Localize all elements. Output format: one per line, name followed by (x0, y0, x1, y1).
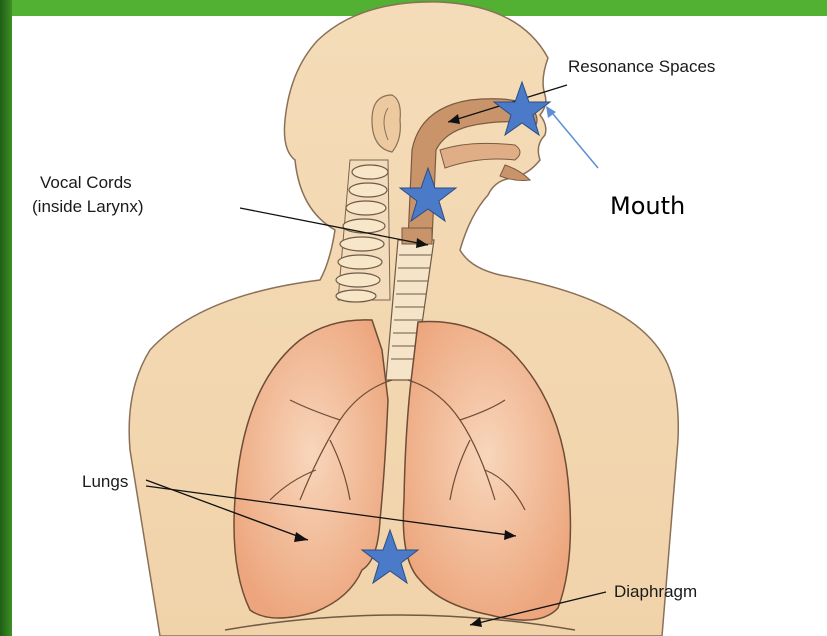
label-mouth: Mouth (610, 192, 685, 220)
label-resonance-spaces: Resonance Spaces (568, 57, 715, 76)
label-diaphragm: Diaphragm (614, 582, 697, 601)
mouth-pointer (548, 108, 598, 168)
label-inside-larynx: (inside Larynx) (32, 197, 144, 216)
label-lungs: Lungs (82, 472, 128, 491)
label-vocal-cords: Vocal Cords (40, 173, 132, 192)
